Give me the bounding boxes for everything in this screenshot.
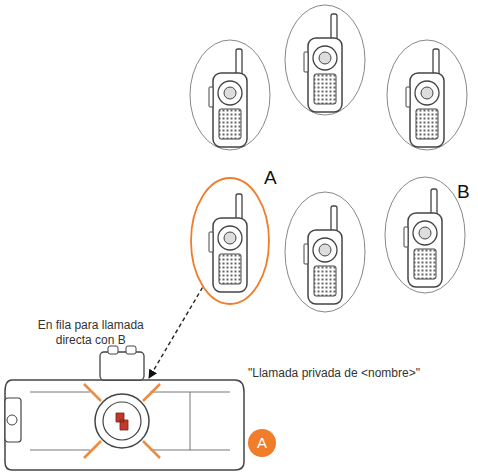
radio-top-view — [5, 346, 276, 470]
dashed-arrow — [149, 287, 203, 378]
edge-label: En fila para llamada directa con B — [20, 318, 162, 348]
callout-letter: A — [248, 429, 276, 457]
status-message: "Llamada privada de <nombre>" — [248, 366, 420, 380]
unit-letter: B — [457, 181, 470, 203]
radio-unit: B — [385, 177, 465, 293]
radio-device: "Llamada privada de <nombre>" — [5, 380, 245, 470]
radio-unit: A — [190, 177, 270, 305]
radio-circles — [190, 5, 467, 312]
highlight-ring — [190, 177, 270, 305]
unit-letter: A — [264, 167, 277, 189]
